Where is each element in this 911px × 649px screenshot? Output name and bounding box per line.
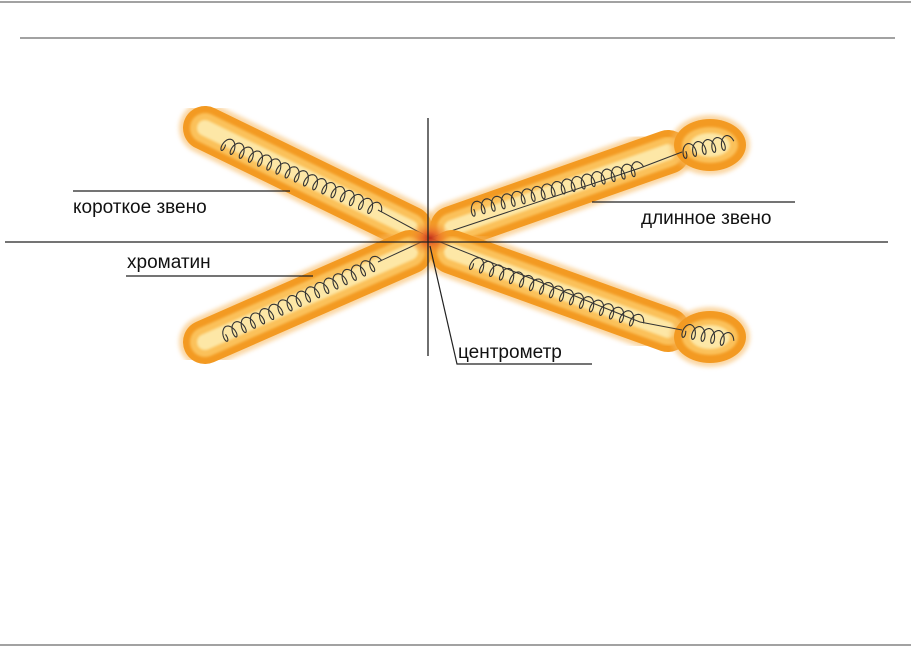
long-arm-lower-right-chromatin-thread	[429, 237, 641, 323]
long-arm-upper-right-chromatin-coil	[470, 161, 645, 217]
long-arm-upper-right-chromatin-thread	[429, 167, 641, 239]
long-arm-upper-right-tip-chromatin-coil	[682, 135, 735, 160]
centromere-label: центрометр	[458, 342, 562, 363]
long-arm-lower-right	[426, 226, 750, 367]
chromatids	[179, 102, 750, 368]
centromere-leader	[429, 245, 592, 365]
short-arm-upper-left	[179, 102, 436, 254]
long-arm-label: длинное звено	[641, 208, 771, 229]
short-arm-lower-left	[179, 226, 436, 368]
chromatin-label: хроматин	[127, 252, 211, 273]
long-arm-upper-right	[426, 115, 750, 254]
short-arm-label: короткое звено	[73, 197, 207, 218]
short-arm-upper-left-chromatin-coil	[220, 138, 383, 215]
short-arm-lower-left-chromatin-coil	[222, 255, 382, 342]
long-arm-lower-right-tip-chromatin-coil	[681, 324, 735, 347]
centromere	[408, 220, 452, 256]
